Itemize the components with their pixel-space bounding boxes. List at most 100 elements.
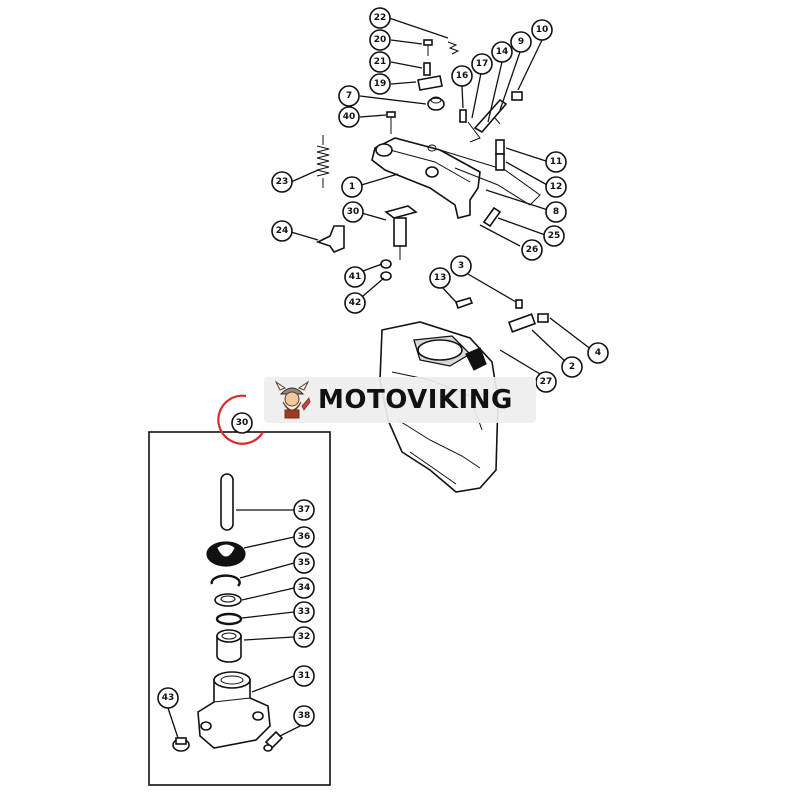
callout-42: 42 [344,292,366,314]
svg-text:42: 42 [349,298,362,308]
svg-text:26: 26 [526,245,539,255]
bolt-10 [511,91,523,101]
post-30-upper [384,205,418,260]
body-31 [197,671,271,749]
callout-17: 17 [471,53,493,75]
svg-text:13: 13 [434,273,447,283]
brand-name: MOTOVIKING [318,385,513,415]
svg-text:9: 9 [518,37,524,47]
callout-27: 27 [535,371,557,393]
cap-36 [206,541,246,567]
detail-box: 30 [148,394,331,786]
callout-36: 36 [293,526,315,548]
svg-text:32: 32 [298,632,311,642]
svg-text:14: 14 [496,47,509,57]
svg-text:35: 35 [298,558,311,568]
callout-10: 10 [531,19,553,41]
o-ring-33 [215,612,243,626]
svg-text:4: 4 [595,348,601,358]
svg-text:30: 30 [236,418,249,428]
svg-text:2: 2 [569,362,575,372]
callout-12: 12 [545,176,567,198]
callout-11: 11 [545,151,567,173]
bushing-32 [216,629,242,663]
bracket-19 [417,75,443,91]
bolt-40 [386,111,396,134]
svg-text:12: 12 [550,182,563,192]
svg-text:11: 11 [550,157,563,167]
callout-2: 2 [561,356,583,378]
svg-text:19: 19 [374,79,387,89]
callout-3: 3 [450,255,472,277]
svg-text:41: 41 [349,272,362,282]
callout-33: 33 [293,601,315,623]
callout-38: 38 [293,705,315,727]
svg-text:22: 22 [374,13,387,23]
bolt-11 [495,139,505,155]
callout-1: 1 [341,176,363,198]
callout-35: 35 [293,552,315,574]
nut-7 [427,96,445,111]
callout-13: 13 [429,267,451,289]
callout-25: 25 [543,225,565,247]
pin-3 [515,299,523,309]
callout-19: 19 [369,73,391,95]
callout-24: 24 [271,220,293,242]
bolt-20 [423,39,433,56]
viking-mascot-icon [274,380,311,419]
pin-16 [459,109,467,123]
svg-text:20: 20 [374,35,387,45]
callout-23: 23 [271,171,293,193]
fitting-38 [263,730,284,752]
callout-40: 40 [338,106,360,128]
callout-7: 7 [338,85,360,107]
svg-text:7: 7 [346,91,352,101]
callout-9: 9 [510,31,532,53]
plug-43 [172,737,190,752]
callout-20: 20 [369,29,391,51]
svg-text:30: 30 [347,207,360,217]
brand-watermark: MOTOVIKING [264,377,536,423]
lever-14 [473,98,508,134]
callout-32: 32 [293,626,315,648]
callout-22: 22 [369,7,391,29]
pin-9 [494,117,501,125]
callout-26: 26 [521,239,543,261]
svg-text:43: 43 [162,693,175,703]
washer-34 [214,593,242,607]
bushing-12 [495,153,505,171]
shaft-27 [507,313,537,333]
highlight-ring [217,394,264,445]
callout-43: 43 [157,687,179,709]
pin-13 [454,297,474,310]
svg-text:31: 31 [298,671,311,681]
svg-text:1: 1 [349,182,355,192]
washer-41 [380,259,392,269]
svg-text:3: 3 [458,261,464,271]
svg-text:27: 27 [540,377,553,387]
svg-text:24: 24 [276,226,289,236]
callout-4: 4 [587,342,609,364]
svg-text:8: 8 [553,207,559,217]
callout-30-upper: 30 [342,201,364,223]
callout-21: 21 [369,51,391,73]
clevis-21 [423,62,431,76]
fitting-2 [537,313,549,323]
spring-23 [316,135,330,188]
svg-text:37: 37 [298,505,311,515]
svg-text:10: 10 [536,25,549,35]
callout-37: 37 [293,499,315,521]
svg-text:17: 17 [476,59,489,69]
callout-30-detail: 30 [231,412,253,434]
callout-34: 34 [293,577,315,599]
svg-text:34: 34 [298,583,311,593]
callout-16: 16 [451,65,473,87]
lift-arm [371,137,541,219]
callout-41: 41 [344,266,366,288]
svg-text:16: 16 [456,71,469,81]
svg-text:23: 23 [276,177,289,187]
callout-8: 8 [545,201,567,223]
spring-22 [447,41,460,55]
svg-text:40: 40 [343,112,356,122]
